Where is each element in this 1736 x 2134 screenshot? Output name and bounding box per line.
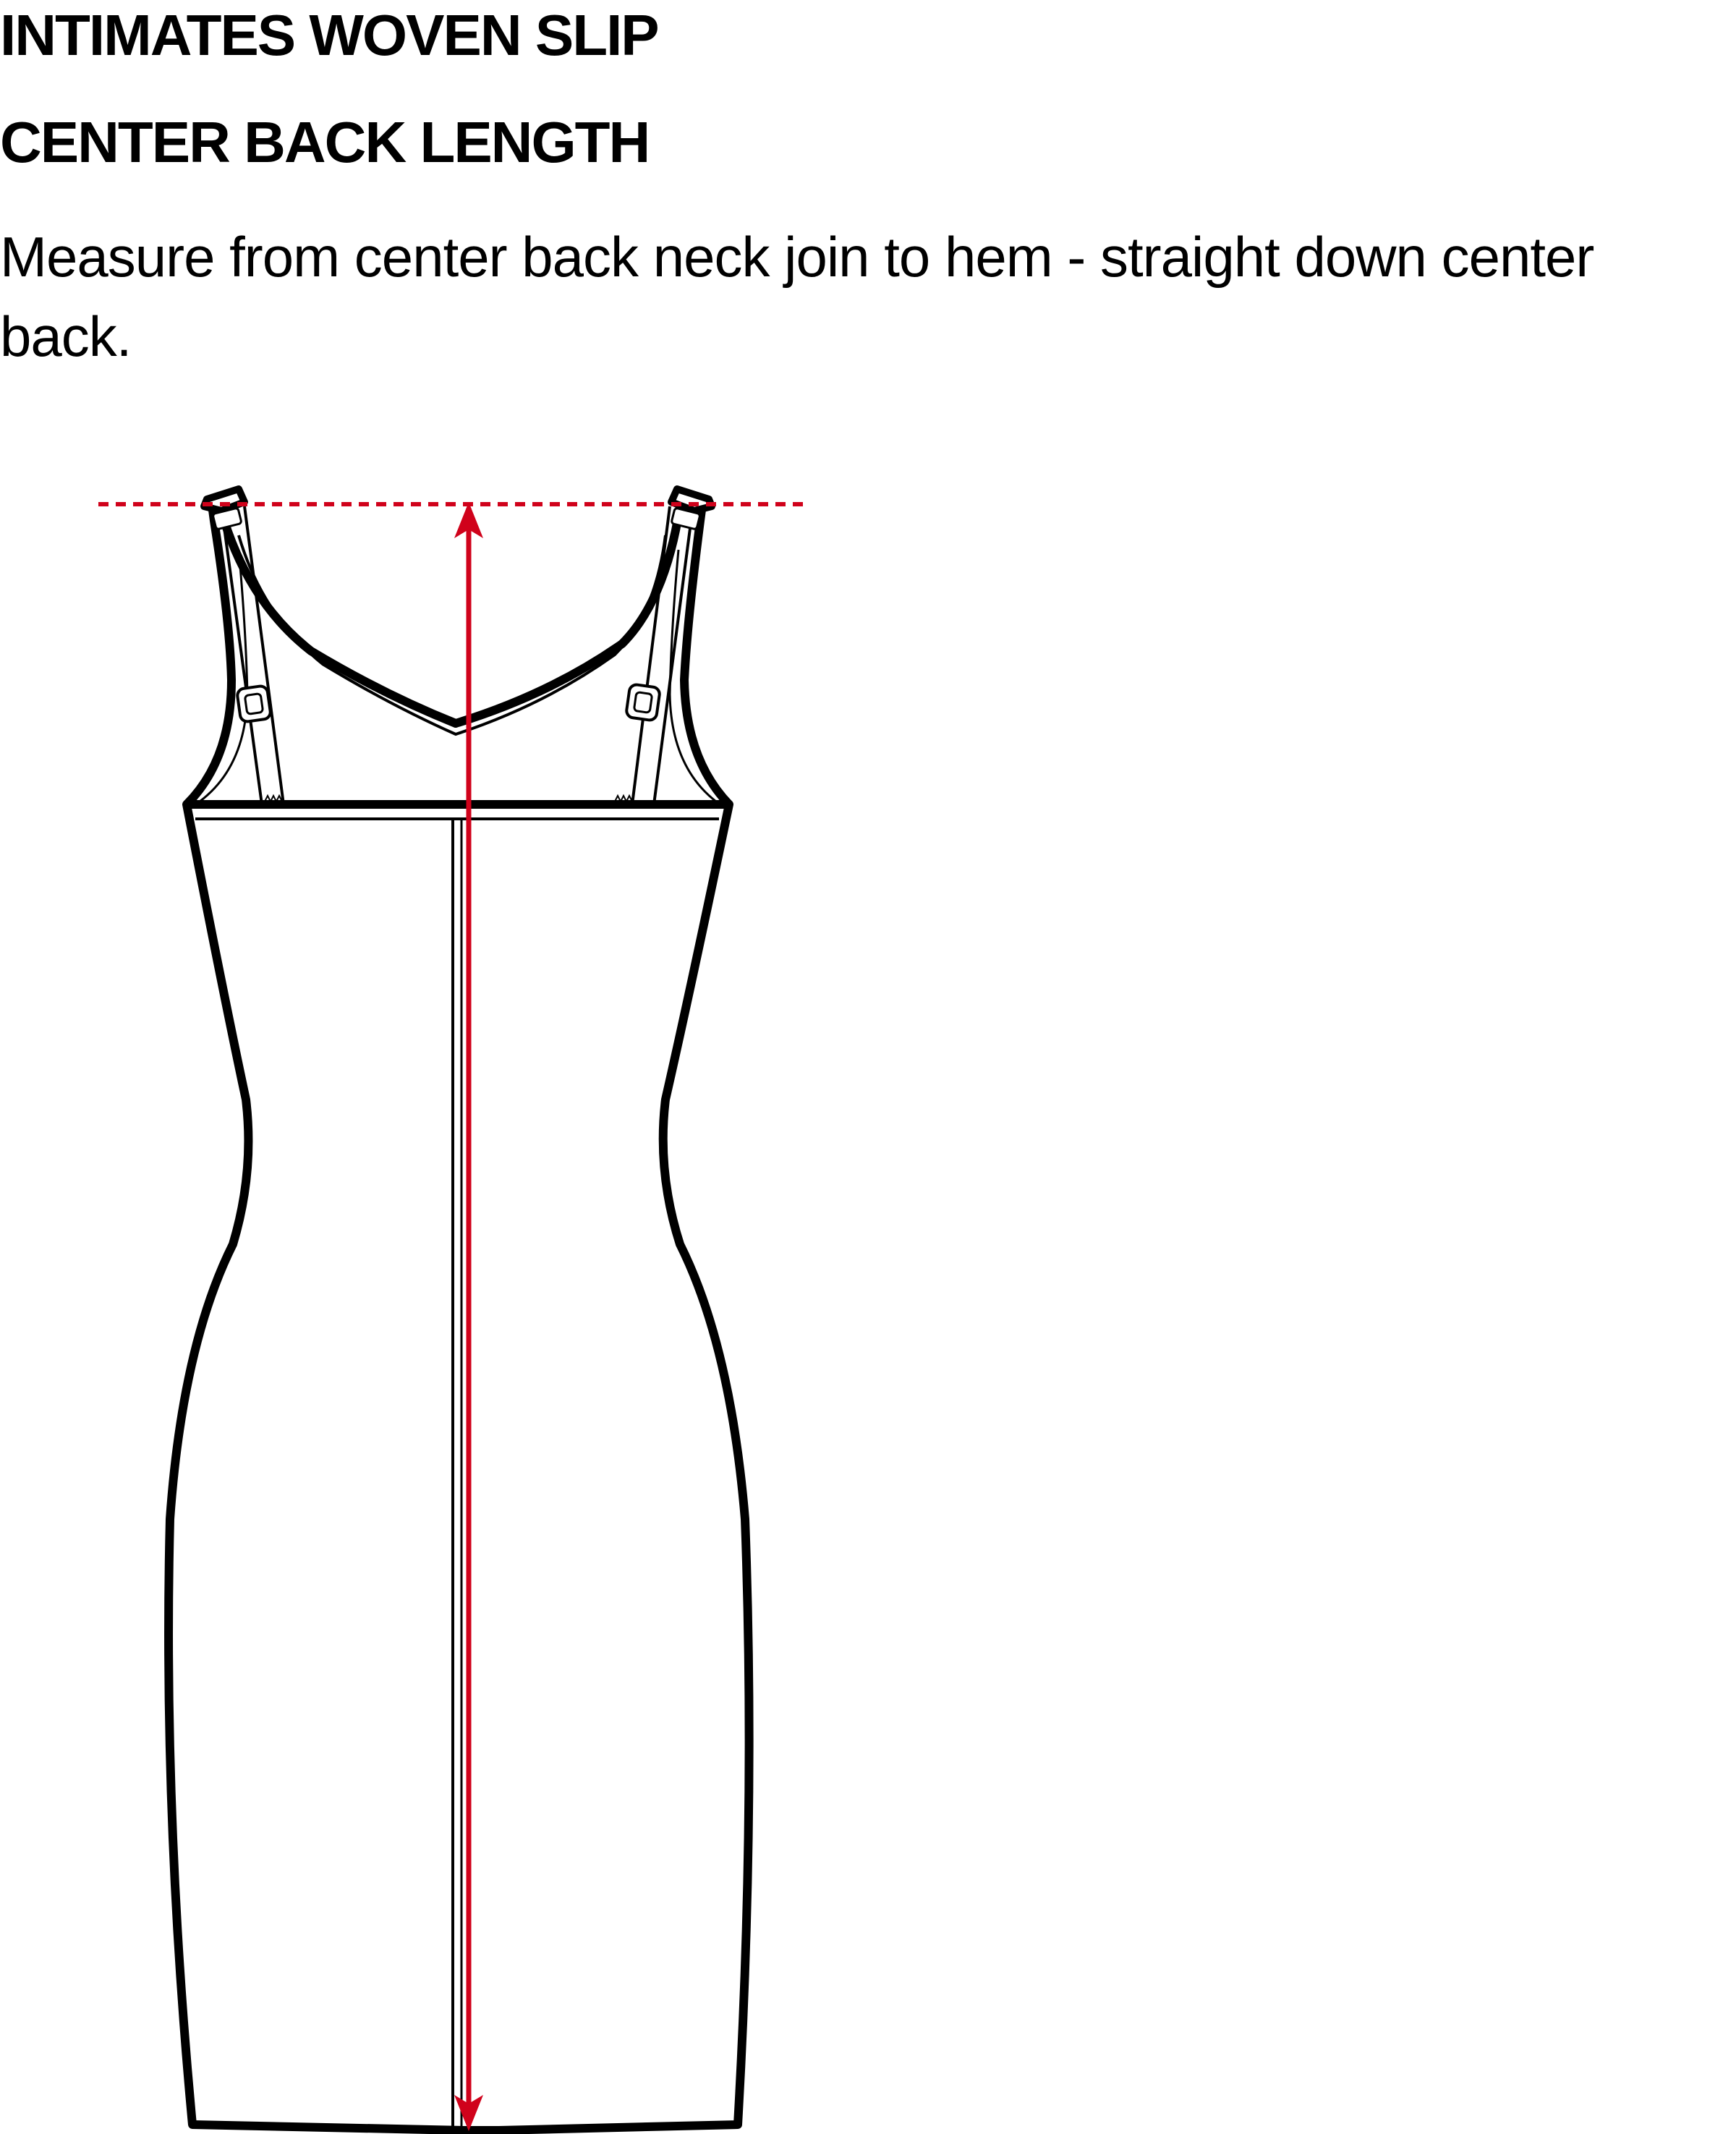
left-strap-buckle-inner	[244, 692, 264, 715]
left-armhole	[183, 498, 236, 808]
right-strap-hook	[671, 507, 701, 530]
right-strap-line-a	[652, 506, 694, 805]
measurement-name: CENTER BACK LENGTH	[0, 110, 650, 174]
right-strap-buckle-inner	[633, 691, 653, 714]
left-shoulder-tip	[200, 485, 248, 514]
right-armhole-inner	[668, 549, 717, 803]
left-strap-buckle	[236, 684, 272, 723]
arrow-head-top	[454, 502, 483, 538]
right-strap-buckle	[625, 683, 661, 722]
left-strap-stitching	[264, 794, 283, 804]
right-strap-line-b	[631, 506, 671, 805]
arrow-head-bottom	[454, 2095, 483, 2131]
left-strap-hook	[212, 507, 242, 530]
slip-body-outline	[164, 800, 754, 2134]
right-strap-stitching	[614, 794, 633, 804]
page-title: INTIMATES WOVEN SLIP	[0, 3, 660, 67]
right-shoulder-tip	[668, 485, 715, 514]
right-armhole	[680, 498, 733, 808]
measurement-instructions: Measure from center back neck join to he…	[0, 225, 1594, 368]
back-neckline-outer	[216, 505, 684, 728]
left-strap-line-b	[243, 506, 285, 805]
left-strap-line-a	[220, 506, 263, 805]
back-neckline-inner	[237, 535, 667, 736]
